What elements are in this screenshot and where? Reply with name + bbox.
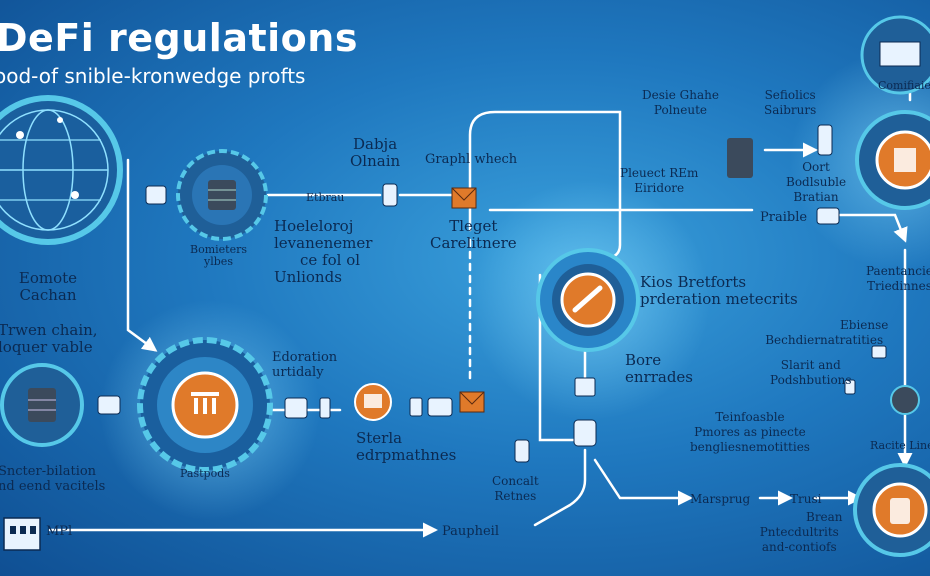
label-paupheil: Paupheil: [442, 524, 499, 539]
page-title: DeFi regulations: [0, 16, 358, 60]
label-trusi: Trusi: [790, 492, 822, 506]
factory-icon: [3, 517, 41, 551]
label-twen-chain: Trwen chain,loquer vable: [0, 321, 98, 356]
label-comifiaie: Comifiaie: [878, 79, 930, 92]
envelope-icon: [459, 391, 485, 413]
connector-globe-to-bank: [126, 158, 158, 352]
center-node: [536, 248, 640, 352]
label-marsprug: Marsprug: [690, 492, 751, 506]
phone-icon: [382, 183, 398, 207]
globe-icon: [0, 95, 123, 245]
connector-phone-to-paupheil: [533, 448, 587, 527]
label-racite-line: Racite Line: [870, 439, 930, 452]
label-mpl: MPl: [46, 524, 73, 539]
label-praible: Praible: [760, 210, 808, 225]
page-subtitle: ood-of snible-kronwedge profts: [0, 64, 306, 88]
vault-icon: [354, 383, 392, 421]
bank-icon: [137, 337, 273, 473]
label-graphl-which: Graphl whech: [425, 152, 518, 167]
server-icon: [0, 363, 84, 447]
connector-lines: [48, 48, 913, 538]
envelope-icon-top: [451, 187, 477, 209]
server-icon-right: [727, 138, 753, 178]
label-pastpods: Pastpods: [180, 467, 230, 480]
right-orange-node-top: [855, 110, 930, 210]
right-orange-node-bottom: [853, 463, 930, 557]
document-icon: [145, 185, 167, 205]
label-etbrau: Etbrau: [306, 191, 345, 204]
server-node-upper: [176, 149, 268, 241]
connector-target-loop: [468, 110, 622, 232]
factory-icon-top: [860, 15, 930, 95]
